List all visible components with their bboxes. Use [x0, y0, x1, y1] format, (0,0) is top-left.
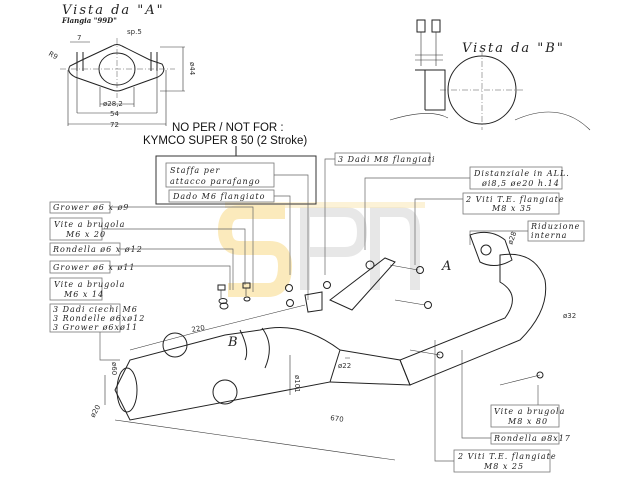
label-vite-m6-14-line1: Vite a brugola	[54, 280, 125, 289]
label-grower-11-text: Grower ø6 x ø11	[53, 263, 135, 272]
label-viti-m8-35	[462, 192, 560, 215]
dim-bore: ø28,2	[103, 100, 123, 108]
dim-outer: 72	[110, 121, 119, 129]
label-dadi-ciechi-line3: 3 Grower ø6xø11	[53, 323, 138, 332]
label-riduzione-line1: Riduzione	[530, 222, 580, 231]
dim-muffler-dia: ø60	[110, 362, 118, 375]
view-a-subtitle: Flangia "99D"	[61, 16, 117, 25]
label-rondella-12-text: Rondella ø6 x ø12	[52, 245, 143, 254]
label-staffa-line1: Staffa per	[170, 166, 221, 175]
label-dado-m6-text: Dado M6 flangiato	[172, 192, 265, 201]
view-b-marker: B	[227, 335, 238, 350]
view-a-marker: A	[441, 259, 451, 274]
label-vite-m6-14	[49, 277, 103, 301]
dim-cone-dia: ø101	[293, 375, 301, 393]
label-distanziale-line1: Distanziale in ALL.	[473, 169, 570, 178]
dim-radius: R9	[47, 50, 59, 62]
label-vite-m8-80-line1: Vite a brugola	[494, 407, 565, 416]
flange-drawing	[60, 38, 185, 126]
label-viti-m8-25-line2: M8 x 25	[483, 462, 524, 471]
label-viti-m8-35-line1: 2 Viti T.E. flangiate	[465, 195, 565, 204]
label-dadi-ciechi-line2: 3 Rondelle ø6xø12	[53, 314, 145, 323]
label-rondella-8	[490, 432, 560, 445]
label-viti-m8-35-line2: M8 x 35	[491, 204, 532, 213]
label-grower-9-text: Grower ø6 x ø9	[53, 203, 129, 212]
label-staffa	[165, 162, 275, 188]
label-vite-m6-20-line2: M6 x 20	[65, 230, 106, 239]
dim-tail-dia: ø20	[89, 404, 103, 419]
dim-total-length: 670	[330, 414, 344, 424]
view-b-drawing	[389, 19, 591, 131]
label-vite-m6-20-line1: Vite a brugola	[54, 220, 125, 229]
view-a-title: Vista da "A"	[62, 3, 165, 18]
dim-pipe-small: ø22	[338, 362, 351, 370]
label-grower-9	[49, 201, 111, 214]
dim-inlet-dia: ø28	[506, 231, 518, 246]
label-vite-m8-80	[490, 404, 560, 428]
dim-inner: 54	[110, 110, 119, 118]
label-rondella-8-text: Rondella ø8x17	[493, 434, 571, 443]
label-dadi-m8-text: 3 Dadi M8 flangiati	[338, 155, 436, 164]
label-vite-m6-14-line2: M6 x 14	[63, 290, 104, 299]
label-grower-11	[49, 260, 111, 274]
label-dadi-ciechi-line1: 3 Dadi ciechi M6	[53, 305, 138, 314]
dim-slot: 7	[77, 34, 81, 42]
label-viti-m8-25-line1: 2 Viti T.E. flangiate	[457, 452, 557, 461]
notice-line1: NO PER / NOT FOR :	[172, 122, 284, 134]
label-staffa-line2: attacco parafango	[170, 177, 261, 186]
svg-text:attacco parafango: attacco parafango	[170, 177, 261, 186]
label-distanziale-line2: øi8,5 øe20 h.14	[481, 179, 560, 188]
view-b-title: Vista da "B"	[462, 41, 565, 56]
exhaust-silencer	[114, 231, 547, 421]
dim-pipe-dia: ø32	[563, 312, 576, 320]
label-dadi-ciechi	[49, 303, 121, 333]
dim-thickness: sp.5	[127, 28, 142, 36]
not-for-group-box	[155, 155, 317, 205]
dim-height: ø44	[188, 62, 196, 76]
label-riduzione-line2: interna	[531, 231, 567, 240]
svg-text:Staffa per: Staffa per	[170, 166, 221, 175]
label-vite-m8-80-line2: M8 x 80	[507, 417, 548, 426]
hardware-parts	[217, 257, 544, 386]
notice-line2: KYMCO SUPER 8 50 (2 Stroke)	[143, 135, 307, 147]
dim-muffler-length: 220	[191, 324, 206, 334]
